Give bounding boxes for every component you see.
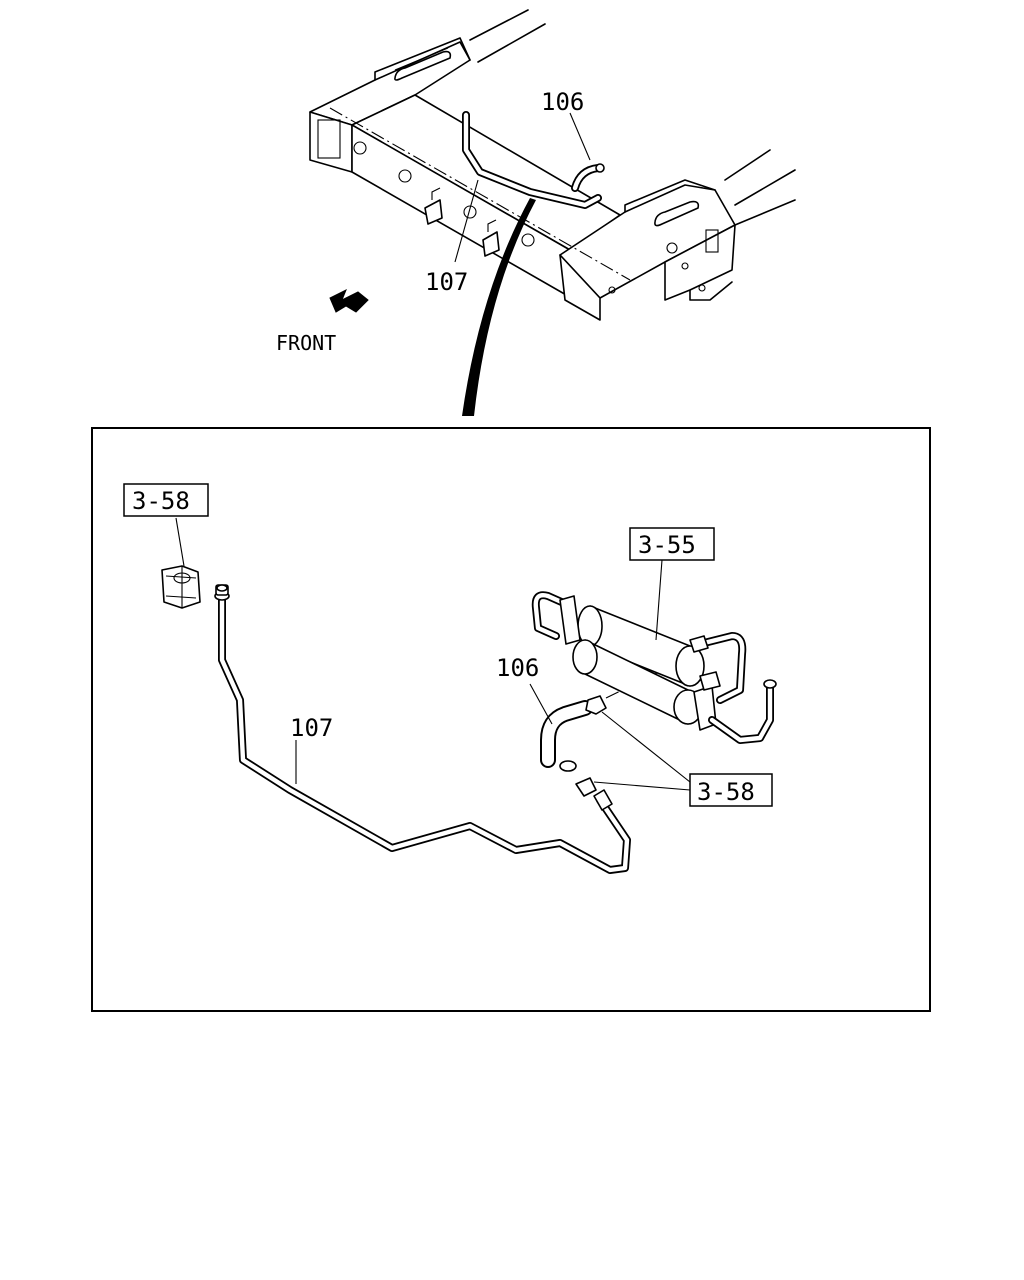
leader-3-58-a — [601, 711, 691, 783]
detail-callout-107: 107 — [290, 714, 333, 742]
ref-box-3-58-bottom — [689, 773, 773, 807]
overview-callout-106: 106 — [541, 88, 584, 116]
ref-box-3-55 — [629, 527, 715, 561]
tube-107 — [214, 584, 631, 874]
leader-3-58-b — [593, 781, 691, 791]
overview-callout-107: 107 — [425, 268, 468, 296]
hose-clamps — [575, 695, 607, 797]
front-arrow-icon — [329, 288, 369, 313]
leader-106 — [529, 683, 553, 725]
leader-3-58-top — [175, 517, 185, 567]
leader-3-55 — [655, 559, 663, 641]
ref-3-58-top: 3-58 — [132, 487, 190, 515]
detail-callout-106: 106 — [496, 654, 539, 682]
clip-part — [161, 565, 201, 609]
canister-assembly — [531, 591, 777, 744]
front-label: FRONT — [276, 331, 336, 355]
ref-3-55: 3-55 — [638, 531, 696, 559]
detail-frame — [91, 427, 931, 1012]
ref-3-58-bottom: 3-58 — [697, 778, 755, 806]
frame-overview — [309, 9, 796, 321]
hose-106 — [540, 700, 593, 772]
ref-box-3-58-top — [123, 483, 209, 517]
detail-pointer — [462, 198, 536, 416]
